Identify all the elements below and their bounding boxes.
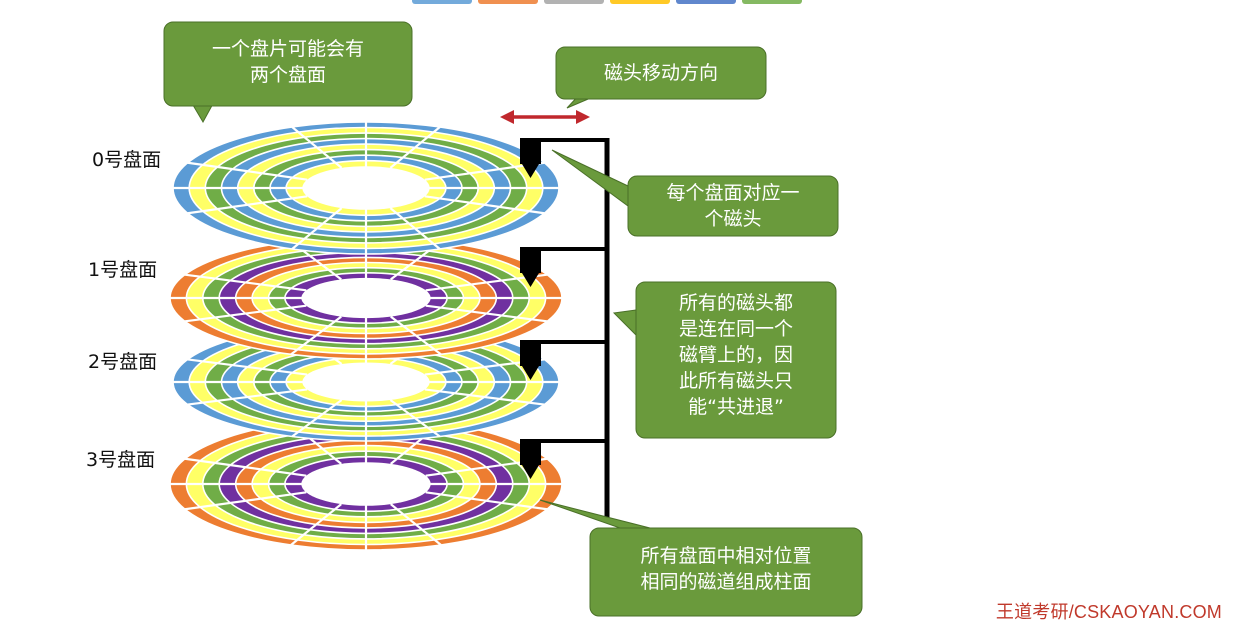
toolbar-swatch-1	[478, 0, 538, 4]
toolbar-swatch-0	[412, 0, 472, 4]
callout-heads-linked	[612, 281, 837, 439]
callout-cylinder-text: 所有盘面中相对位置 相同的磁道组成柱面	[640, 545, 812, 593]
platter-0	[172, 121, 560, 255]
sector-divider	[389, 126, 441, 169]
platter-2	[172, 322, 560, 442]
head-movement-arrow	[500, 110, 590, 124]
platter-label-2: 2号盘面	[88, 351, 158, 373]
sector-divider	[187, 161, 308, 181]
read-write-head-0	[520, 138, 607, 178]
callout-head-direction	[555, 46, 767, 109]
top-toolbar-strip	[412, 0, 802, 4]
sector-divider	[390, 315, 442, 356]
toolbar-swatch-3	[610, 0, 670, 4]
platter-label-1: 1号盘面	[88, 259, 158, 281]
read-write-head-2	[520, 340, 607, 380]
toolbar-swatch-2	[544, 0, 604, 4]
sector-divider	[389, 207, 441, 250]
callout-heads-linked-text: 所有的磁头都 是连在同一个 磁臂上的，因 此所有磁头只 能“共进退”	[678, 292, 793, 418]
platter-3	[169, 417, 563, 551]
sector-divider	[184, 304, 307, 323]
sector-divider	[425, 491, 548, 511]
platters-layer	[169, 121, 563, 551]
read-write-head-1	[520, 247, 607, 287]
sector-divider	[290, 315, 342, 356]
sector-divider	[291, 399, 343, 438]
callout-two-surfaces-text: 一个盘片可能会有 两个盘面	[211, 38, 364, 86]
sector-divider	[425, 304, 548, 323]
sector-divider	[187, 358, 308, 376]
sector-divider	[291, 126, 343, 169]
callout-head-direction-text: 磁头移动方向	[603, 62, 718, 84]
callout-cylinder	[539, 499, 863, 617]
callout-one-head	[551, 149, 839, 237]
sector-divider	[184, 273, 307, 292]
sector-divider	[424, 195, 545, 215]
sector-divider	[184, 457, 307, 477]
sector-divider	[184, 491, 307, 511]
spindle-hole	[302, 362, 430, 402]
sector-divider	[424, 388, 545, 406]
sector-divider	[390, 503, 442, 546]
platter-1	[169, 236, 563, 360]
callouts-layer	[163, 21, 863, 617]
sector-divider	[389, 399, 441, 438]
head-arm-assembly	[520, 138, 610, 522]
movement-arrow-layer	[500, 110, 590, 124]
callout-two-surfaces	[163, 21, 413, 124]
spindle-hole	[301, 277, 431, 319]
platter-label-0: 0号盘面	[92, 149, 162, 171]
platter-label-3: 3号盘面	[86, 449, 156, 471]
sector-divider	[187, 195, 308, 215]
toolbar-swatch-4	[676, 0, 736, 4]
callout-one-head-text: 每个盘面对应一 个磁头	[666, 182, 800, 230]
spindle-hole	[301, 462, 431, 506]
read-write-head-3	[520, 439, 607, 479]
sector-divider	[291, 207, 343, 250]
sector-divider	[290, 503, 342, 546]
sector-divider	[187, 388, 308, 406]
watermark: 王道考研/CSKAOYAN.COM	[995, 602, 1222, 622]
toolbar-swatch-5	[742, 0, 802, 4]
spindle-hole	[302, 166, 430, 210]
